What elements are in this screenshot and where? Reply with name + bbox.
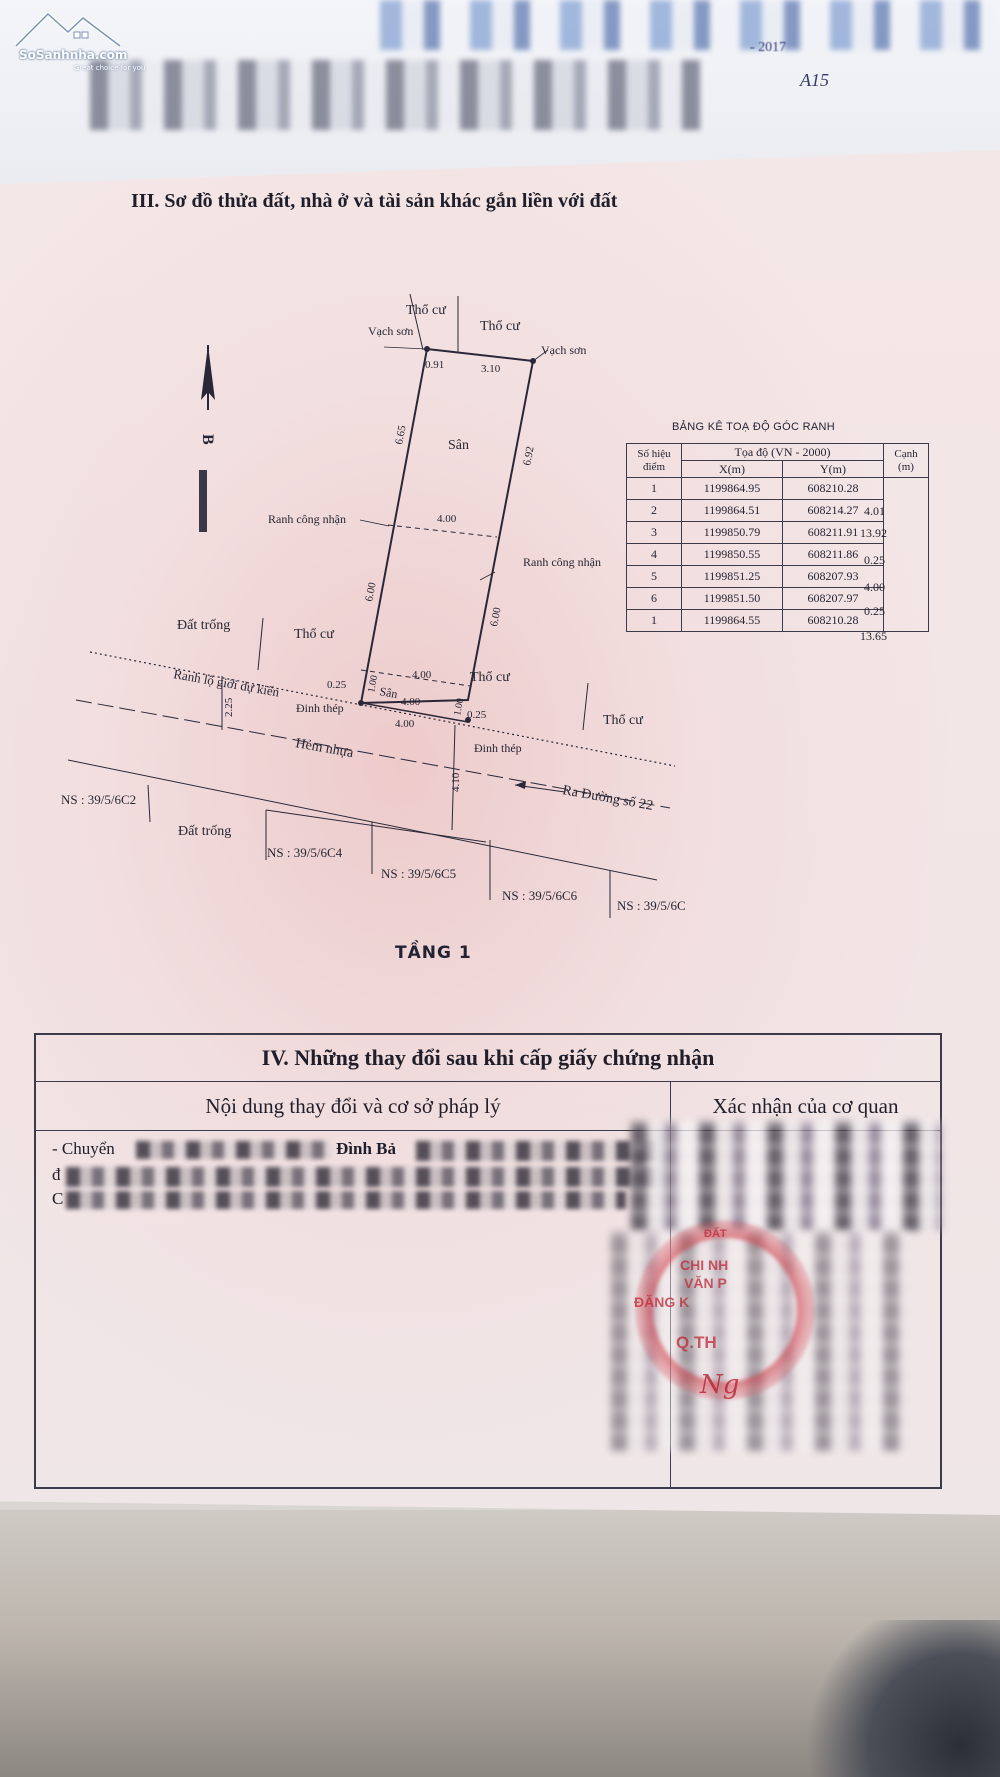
dim-san-width: 4.00	[401, 696, 421, 708]
edge-value-5: 0.25	[864, 604, 885, 618]
redacted-text	[66, 1191, 626, 1209]
redacted-confirmation	[631, 1121, 941, 1231]
dim-left-lower: 6.00	[363, 581, 379, 603]
column-header-content: Nội dung thay đổi và cơ sở pháp lý	[36, 1081, 671, 1130]
stamp-line-3: VĂN P	[684, 1275, 727, 1291]
house-icon	[14, 11, 122, 48]
changes-content-cell: - Chuyển Đình Bả đ C	[36, 1130, 671, 1488]
stamp-line-5: Q.TH	[676, 1333, 717, 1352]
blurred-header-region	[380, 0, 1000, 50]
stamp-line-1: ĐẤT	[704, 1228, 727, 1240]
label-tho-cu-mid-left: Thổ cư	[294, 627, 334, 642]
stamp-line-4: ĐĂNG K	[634, 1294, 690, 1310]
label-dat-trong-bottom: Đất trống	[178, 824, 231, 839]
entry-fragment: Đình Bả	[336, 1139, 396, 1158]
section-4-title: IV. Những thay đổi sau khi cấp giấy chứn…	[261, 1045, 715, 1070]
header-point: Số hiệu điểm	[626, 443, 682, 478]
edge-value-1: 4.01	[864, 504, 885, 518]
blurred-title-region	[90, 60, 700, 130]
mid-dashed-line	[387, 524, 498, 538]
dim-front-width: 4.00	[412, 669, 432, 681]
sosanhnha-logo: SoSanhnha.com Great choice for you	[8, 6, 148, 72]
dim-top-left: 0.91	[425, 359, 444, 371]
label-tho-cu-top-right: Thổ cư	[480, 319, 520, 334]
label-tho-cu-top-left: Thổ cư	[406, 303, 446, 318]
edge-value-4: 4.00	[864, 580, 885, 594]
changes-section: IV. Những thay đổi sau khi cấp giấy chứn…	[34, 1033, 942, 1489]
top-code-fragment: - 2017	[750, 40, 787, 55]
road-centerline	[75, 699, 671, 809]
house-number-c: NS : 39/5/6C	[617, 898, 686, 913]
dim-san-depth-left: 1.00	[366, 674, 380, 693]
label-tho-cu-mid-right: Thổ cư	[470, 670, 510, 685]
entry-line-3-prefix: C	[52, 1189, 64, 1208]
stamp-line-2: CHI NH	[680, 1257, 729, 1273]
label-dinh-thep-right: Đinh thép	[474, 741, 522, 755]
label-dinh-thep-left: Đinh thép	[296, 701, 344, 715]
house-number-c5: NS : 39/5/6C5	[381, 866, 456, 881]
label-hem-nhua: Hẻm nhựa	[294, 736, 355, 761]
label-san-front: Sân	[378, 684, 398, 701]
header-y: Y(m)	[782, 460, 884, 478]
dim-right-offset: 0.25	[467, 709, 487, 721]
label-ra-duong: Ra Đường số 22	[561, 783, 654, 814]
dim-top-right: 3.10	[481, 363, 501, 375]
handwritten-signature: Ng	[700, 1370, 740, 1400]
red-seal-stamp	[635, 1220, 815, 1400]
entry-start: - Chuyển	[52, 1139, 115, 1158]
coordinate-table: Số hiệu điểm Tọa độ (VN - 2000) Cạnh (m)…	[626, 443, 929, 632]
label-vach-son-left: Vạch sơn	[368, 324, 413, 338]
column-header-confirmation: Xác nhận của cơ quan	[671, 1081, 940, 1130]
redacted-text	[136, 1141, 331, 1159]
parcel-outline	[359, 347, 535, 705]
edge-value-3: 0.25	[864, 553, 885, 567]
floor-label: TẦNG 1	[395, 943, 472, 963]
label-ranh-cong-nhan-right: Ranh công nhận	[523, 555, 601, 569]
logo-name: SoSanhnha.com	[19, 48, 128, 62]
label-vach-son-right: Vạch sơn	[541, 343, 586, 357]
land-plot-diagram: B Thổ cư Thổ cư Vạch sơn Vạch sơn Sân Ra…	[61, 293, 686, 918]
header-coordinates: Tọa độ (VN - 2000)	[681, 443, 884, 461]
coord-table-title: BẢNG KÊ TOẠ ĐỘ GÓC RANH	[672, 421, 835, 433]
top-handwritten-mark: A15	[800, 70, 829, 90]
house-number-c6: NS : 39/5/6C6	[502, 888, 578, 903]
logo-tagline: Great choice for you	[74, 64, 146, 72]
dim-san-depth-right: 1.00	[452, 697, 466, 716]
road-boundary-line	[89, 651, 676, 767]
edge-value-2: 13.92	[860, 526, 887, 540]
dim-road-right: 4.10	[450, 772, 462, 792]
dim-mid-width: 4.00	[437, 513, 457, 525]
background-shadow	[800, 1620, 1000, 1777]
dim-road-left: 2.25	[223, 697, 235, 717]
certificate-page	[0, 150, 1000, 1515]
dim-right-upper: 6.92	[521, 445, 536, 466]
label-san-top: Sân	[448, 438, 469, 453]
section-3-title: III. Sơ đồ thửa đất, nhà ở và tài sản kh…	[131, 190, 618, 212]
house-number-c2: NS : 39/5/6C2	[61, 792, 136, 807]
dim-left-upper: 6.65	[393, 424, 409, 446]
label-tho-cu-right: Thổ cư	[603, 713, 643, 728]
edge-value-6: 13.65	[860, 629, 887, 643]
dim-left-offset: 0.25	[327, 679, 347, 691]
house-number-c4: NS : 39/5/6C4	[267, 845, 343, 860]
front-dashed-line	[360, 669, 471, 687]
entry-line-2-prefix: đ	[52, 1165, 61, 1184]
edge-values: 4.01 13.92 0.25 4.00 0.25 13.65	[860, 504, 887, 643]
dim-bottom-width: 4.00	[395, 718, 415, 730]
dim-right-lower: 6.00	[488, 606, 504, 628]
north-arrow-icon	[199, 345, 215, 532]
label-dat-trong-left: Đất trống	[177, 618, 230, 633]
label-ranh-cong-nhan-left: Ranh công nhận	[268, 512, 346, 526]
north-label: B	[199, 434, 216, 445]
header-edge: Cạnh (m)	[883, 443, 929, 478]
redacted-text	[416, 1141, 666, 1161]
redacted-text	[66, 1167, 666, 1187]
